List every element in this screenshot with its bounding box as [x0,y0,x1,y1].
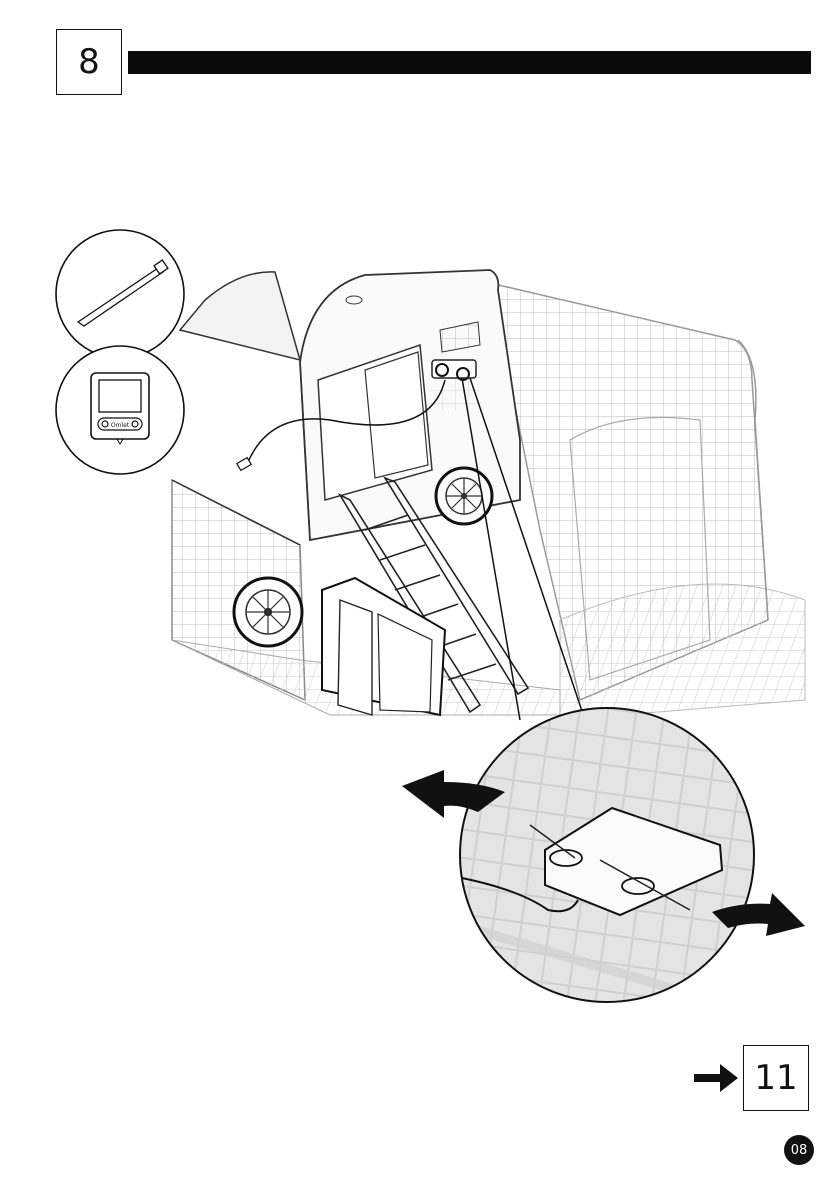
next-step-box: 11 [743,1045,809,1111]
detail-zoom [440,700,780,1020]
control-panel-callout: Omlet [56,346,184,474]
arrow-right-icon [692,1058,740,1098]
page-number: 08 [791,1143,808,1158]
pop-door [322,578,445,715]
panel-logo: Omlet [111,422,130,429]
cable-tie-callout [56,230,184,358]
wheel-right [436,468,492,524]
next-step-number: 11 [754,1058,797,1098]
wheel-left [234,578,302,646]
page-number-badge: 08 [784,1135,814,1165]
run-cage [490,283,805,720]
